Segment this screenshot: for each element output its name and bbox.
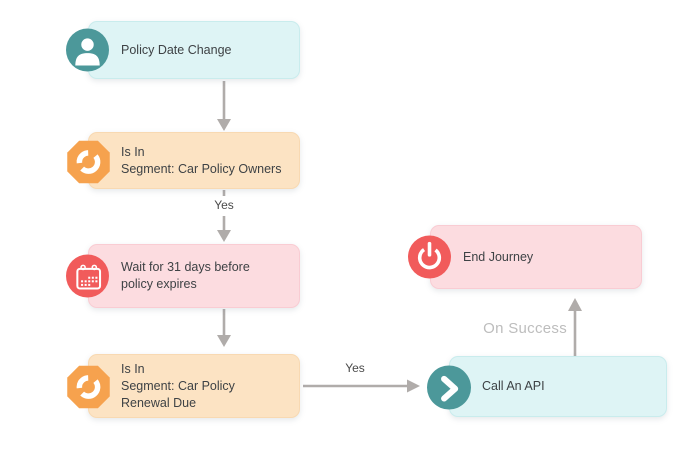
node-sublabel: Renewal Due [121, 395, 197, 410]
person-icon [66, 28, 109, 72]
trigger-node-policy-date-change[interactable]: Policy Date Change [66, 21, 300, 79]
chevron-right-icon [427, 365, 471, 409]
node-label: Is In [121, 361, 145, 376]
segment-ring-icon [66, 139, 110, 183]
edge-wait-to-renewal [217, 309, 231, 347]
edge-label-on-success: On Success [483, 320, 567, 337]
edge-api-to-end [568, 298, 582, 356]
node-sublabel: Segment: Car Policy Owners [121, 161, 282, 176]
condition-node-renewal-due[interactable]: Is In Segment: Car Policy Renewal Due [67, 354, 300, 418]
node-label: End Journey [463, 249, 534, 264]
node-label: Wait for 31 days before [121, 260, 250, 274]
node-label: Is In [121, 144, 145, 159]
end-node-end-journey[interactable]: End Journey [408, 225, 642, 289]
node-label: Call An API [482, 379, 545, 393]
edge-renewal-to-api [303, 379, 420, 393]
node-label: Policy Date Change [121, 42, 232, 57]
node-sublabel: policy expires [121, 277, 197, 291]
calendar-icon [66, 254, 109, 298]
power-icon [408, 235, 451, 279]
wait-node-31-days[interactable]: Wait for 31 days before policy expires [66, 244, 300, 308]
edge-trigger-to-owners [217, 81, 231, 131]
action-node-call-api[interactable]: Call An API [427, 356, 667, 417]
node-sublabel: Segment: Car Policy [121, 378, 235, 393]
segment-ring-icon [66, 365, 110, 409]
edge-label-yes: Yes [345, 361, 365, 375]
edge-label-yes: Yes [214, 198, 234, 212]
condition-node-segment-owners[interactable]: Is In Segment: Car Policy Owners [67, 132, 300, 189]
